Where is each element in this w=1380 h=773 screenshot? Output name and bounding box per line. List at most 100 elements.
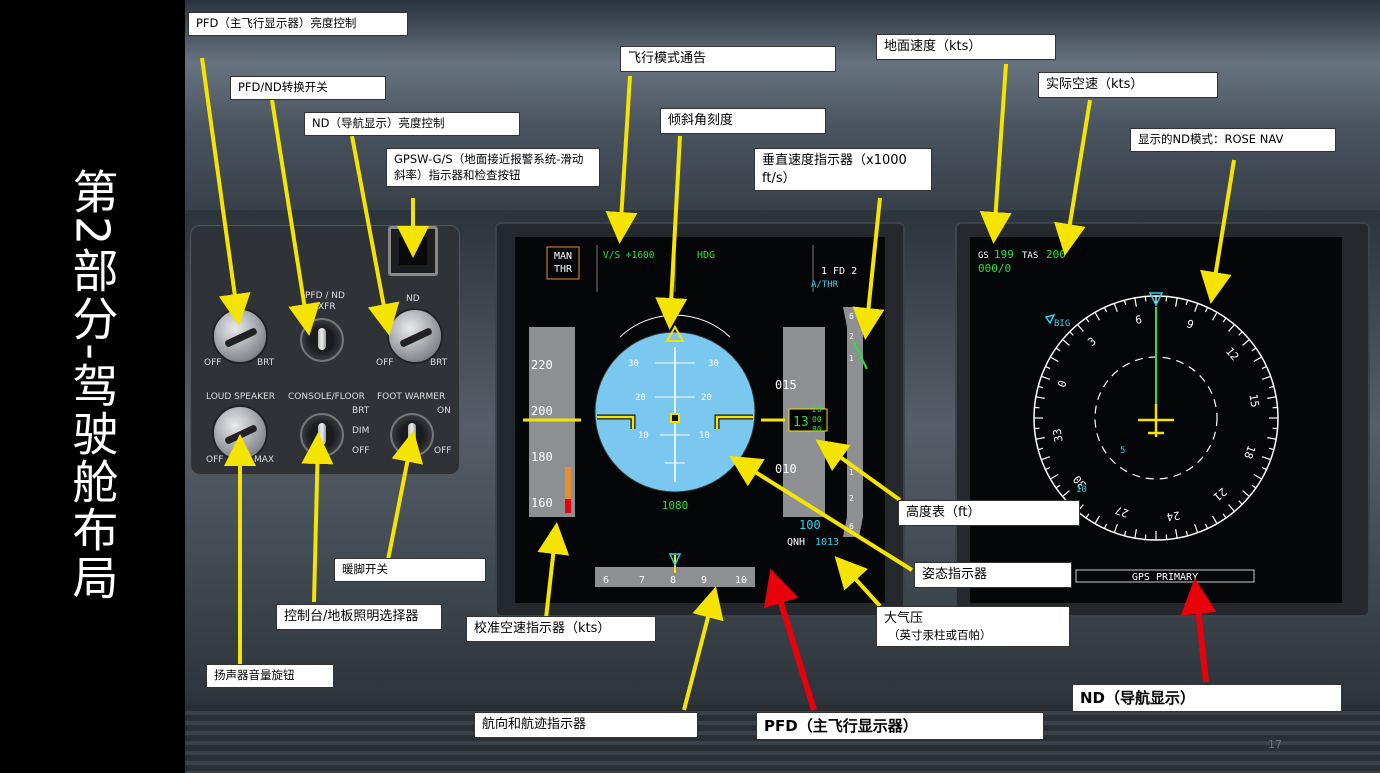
- aircraft-symbol: [597, 415, 753, 429]
- qnh-label: QNH: [787, 537, 805, 548]
- heading-tick: 9: [701, 575, 707, 586]
- compass-tick: [1134, 529, 1137, 539]
- compass-tick: [1175, 529, 1178, 539]
- callout-fma: 飞行模式通告: [620, 46, 836, 72]
- loud-speaker-label: LOUD SPEAKER: [206, 392, 275, 402]
- athr-status: A/THR: [811, 280, 839, 290]
- console-floor-switch[interactable]: [300, 413, 344, 457]
- foot-warmer-label: FOOT WARMER: [377, 392, 446, 402]
- compass-tick: [1045, 466, 1051, 471]
- compass-tick: [1238, 500, 1243, 505]
- gs-value: 199: [994, 248, 1014, 261]
- callout-gpws: GPSW-G/S（地面接近报警系统-滑动斜率）指示器和检查按钮: [386, 148, 600, 188]
- nd-status-message: GPS PRIMARY: [1132, 572, 1198, 583]
- compass-tick: [1134, 297, 1137, 307]
- compass-tick: [1261, 375, 1271, 380]
- vsi-tick: 2: [849, 494, 854, 503]
- gpws-check-button[interactable]: [388, 226, 438, 276]
- callout-nd-brightness: ND（导航显示）亮度控制: [304, 112, 520, 136]
- gs-label: GS: [978, 251, 989, 261]
- compass-tick: [1085, 317, 1090, 323]
- wind-readout: 000/0: [978, 262, 1011, 275]
- pfd-brightness-knob[interactable]: [212, 308, 268, 364]
- foot-warmer-switch[interactable]: [390, 413, 434, 457]
- compass-tick: [1050, 356, 1059, 363]
- callout-vsi: 垂直速度指示器（x1000 ft/s）: [754, 148, 932, 192]
- speaker-volume-knob[interactable]: [212, 405, 268, 461]
- pfd-off-label: OFF: [204, 358, 222, 368]
- vsi-tick: 6: [849, 522, 854, 531]
- compass-tick: [1094, 515, 1101, 524]
- attitude-ball: [595, 332, 755, 492]
- fma-thrust-1: MAN: [554, 251, 572, 262]
- compass-label: 15: [1246, 393, 1261, 408]
- pitch-tick: 30: [708, 359, 719, 369]
- callout-console-lighting: 控制台/地板照明选择器: [276, 604, 442, 630]
- nd-brightness-knob[interactable]: [387, 308, 443, 364]
- compass-tick: [1261, 456, 1271, 461]
- tas-label: TAS: [1022, 251, 1038, 261]
- nd-brt-label: BRT: [430, 358, 448, 368]
- compass-tick: [1038, 447, 1044, 451]
- pfd-graphics: MAN THR V/S +1600 HDG 1 FD 2 A/THR 220 2…: [523, 245, 868, 587]
- callout-nd-mode: 显示的ND模式：ROSE NAV: [1130, 128, 1336, 152]
- selected-heading-marker: [668, 553, 682, 567]
- compass-tick: [1041, 375, 1051, 380]
- waypoint-name: BIG: [1054, 319, 1070, 329]
- pfd-brt-label: BRT: [257, 358, 275, 368]
- speed-tick: 220: [531, 358, 553, 372]
- vls-strip: [565, 467, 571, 513]
- waypoint-marker: [1044, 313, 1056, 325]
- pitch-tick: 10: [699, 431, 710, 441]
- compass-tick: [1222, 317, 1227, 323]
- compass-tick: [1238, 331, 1243, 336]
- callout-nd: ND（导航显示）: [1072, 684, 1342, 713]
- pfd-knob-label: PFD: [230, 294, 248, 304]
- compass-tick: [1185, 530, 1189, 536]
- xfr-label-1: PFD / ND: [305, 291, 345, 301]
- compass-tick: [1228, 324, 1235, 332]
- page-number: 17: [1268, 738, 1282, 751]
- compass-tick: [1228, 504, 1235, 512]
- fma-thrust-box: [546, 246, 580, 280]
- range-outer: 10: [1076, 485, 1087, 495]
- compass-tick: [1123, 530, 1127, 536]
- speed-tick: 200: [531, 404, 553, 418]
- console-floor-label: CONSOLE/FLOOR: [288, 392, 365, 402]
- compass-tick: [1251, 484, 1257, 489]
- compass-tick: [1035, 396, 1045, 399]
- alt-tick-upper: 015: [775, 378, 797, 392]
- left-title-band: [0, 0, 185, 773]
- side-title-text: 第2部分-驾驶舱布局: [65, 168, 120, 602]
- speed-tick: 160: [531, 496, 553, 510]
- pitch-tick: 20: [701, 393, 712, 403]
- status-box: [1075, 569, 1255, 583]
- compass-ticks: [1034, 296, 1278, 540]
- compass-label: 12: [1223, 345, 1241, 364]
- pitch-tick: 10: [638, 431, 649, 441]
- vsi-tick: 1: [849, 354, 854, 363]
- compass-tick: [1267, 396, 1277, 399]
- attitude-ring: [594, 331, 756, 493]
- callout-attitude: 姿态指示器: [914, 562, 1072, 588]
- compass-tick: [1185, 300, 1189, 306]
- compass-label: 18: [1241, 444, 1258, 461]
- compass-tick: [1077, 324, 1084, 332]
- fma-vertical-mode: V/S +1600: [603, 250, 655, 261]
- aircraft-center-dot: [670, 413, 680, 423]
- console-dim-label: DIM: [352, 426, 370, 436]
- callout-airspeed: 校准空速指示器（kts）: [466, 616, 656, 642]
- speed-tick: 180: [531, 450, 553, 464]
- pfd-nd-xfr-switch[interactable]: [300, 318, 344, 362]
- callout-pfd-nd-switch: PFD/ND转换开关: [230, 76, 386, 100]
- compass-tick: [1175, 297, 1178, 307]
- altitude-tens-top: 20: [812, 405, 822, 414]
- compass-tick: [1050, 473, 1059, 480]
- fd-status: 1 FD 2: [821, 266, 857, 277]
- compass-tick: [1038, 385, 1044, 389]
- compass-tick: [1211, 312, 1218, 321]
- heading-tape: [595, 567, 755, 587]
- compass-tick: [1085, 513, 1090, 519]
- alpha-prot-strip: [565, 499, 571, 513]
- compass-label: 6: [1134, 313, 1143, 327]
